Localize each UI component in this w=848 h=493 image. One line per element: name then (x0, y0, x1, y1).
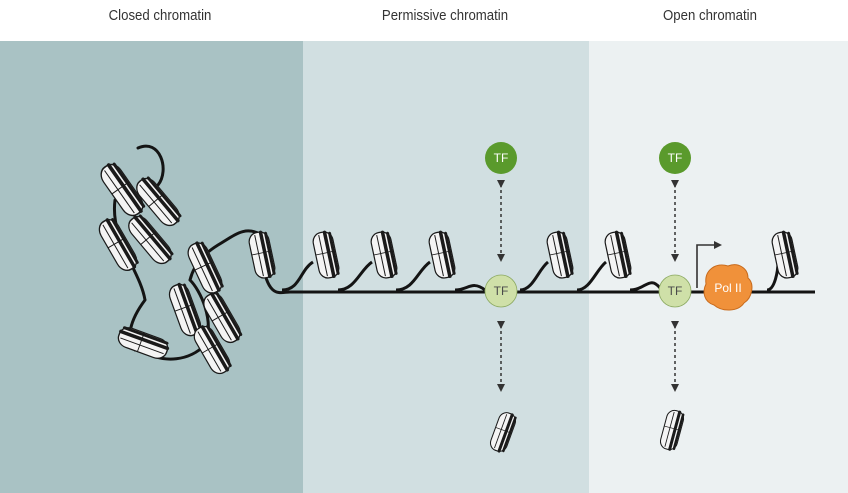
tf-free-open-label: TF (668, 151, 683, 165)
pol-ii-label: Pol II (714, 281, 741, 295)
tf-bound-permissive-label: TF (494, 284, 509, 298)
tf-bound-open-label: TF (668, 284, 683, 298)
tf-free-permissive-label: TF (494, 151, 509, 165)
